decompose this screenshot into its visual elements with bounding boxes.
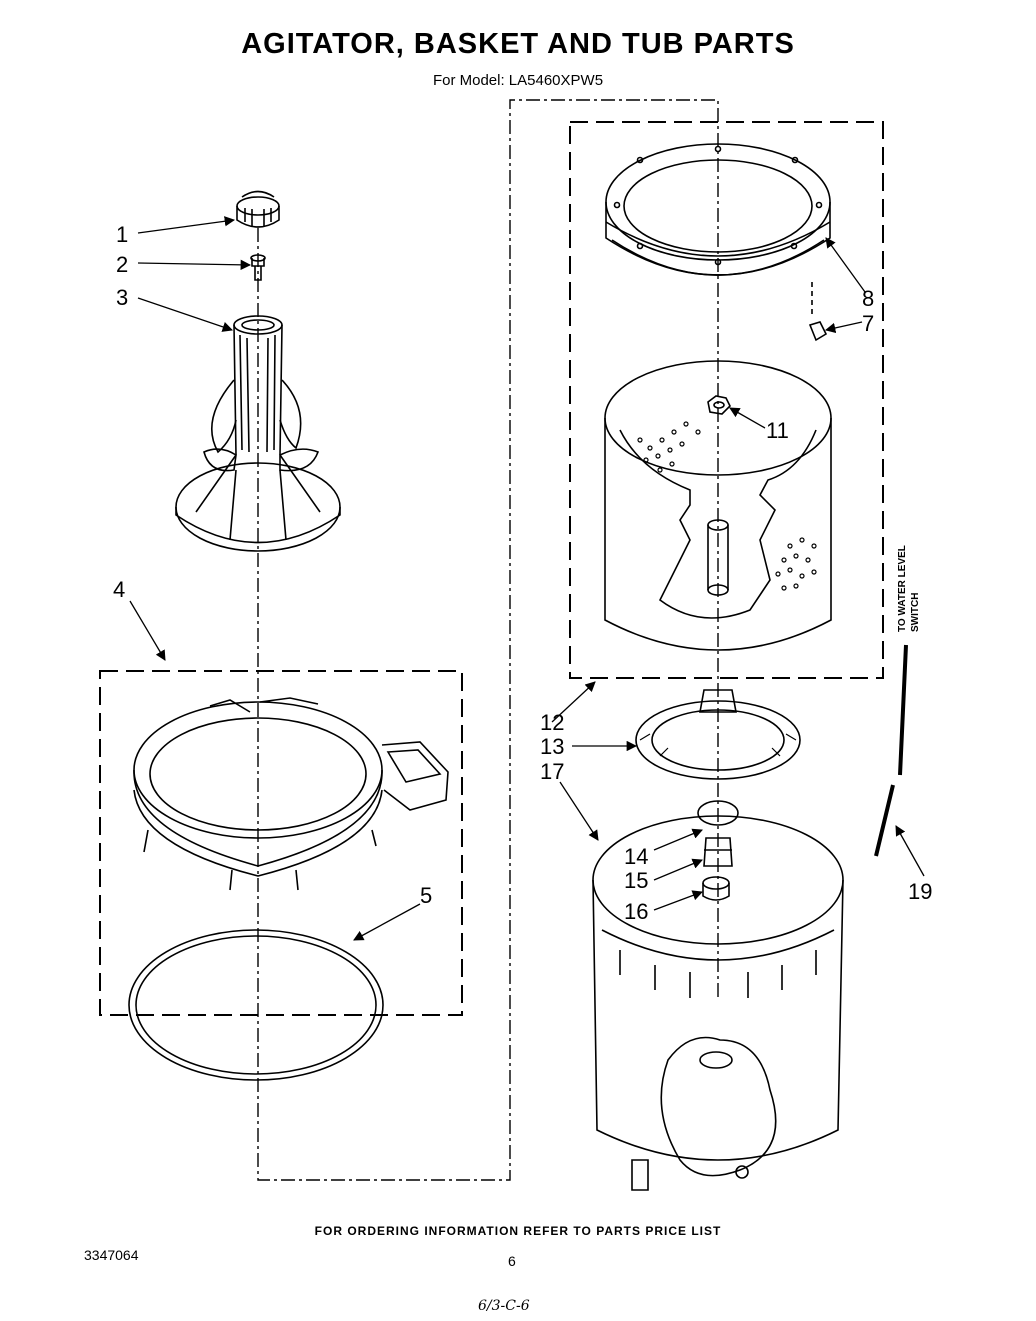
leader-11 (729, 407, 766, 429)
basket-group-box (569, 121, 884, 679)
basket-nut-part (707, 395, 731, 415)
leader-8 (825, 237, 866, 293)
tub-seal-part (128, 929, 384, 1081)
leader-5 (353, 903, 421, 941)
side-label-water-level: TO WATER LEVEL (897, 545, 908, 632)
seal-part-15 (703, 837, 733, 867)
leader-19 (895, 825, 925, 877)
leader-4 (129, 600, 166, 661)
callout-1: 1 (116, 222, 128, 247)
agitator-cap-part (236, 190, 280, 228)
callout-19: 19 (908, 879, 932, 904)
leader-2 (137, 259, 252, 271)
callout-8: 8 (862, 286, 874, 311)
leader-3 (137, 297, 233, 332)
callout-4: 4 (113, 577, 125, 602)
leader-17 (559, 781, 599, 841)
clip-part (808, 282, 828, 342)
leader-12 (551, 681, 596, 723)
agitator-part (175, 315, 341, 552)
callout-11: 11 (766, 418, 789, 443)
callout-2: 2 (116, 252, 128, 277)
callout-3: 3 (116, 285, 128, 310)
balance-ring-part (605, 143, 831, 276)
outer-tub-part (592, 815, 844, 1191)
callout-5: 5 (420, 883, 432, 908)
callout-14: 14 (624, 844, 648, 869)
agitator-bolt-part (250, 254, 266, 281)
document-number: 3347064 (84, 1247, 139, 1263)
snap-ring-part (697, 800, 739, 826)
bearing-part-16 (702, 876, 730, 901)
leader-14 (653, 828, 703, 851)
handwritten-note: 6/3-C-6 (478, 1298, 530, 1314)
callout-7: 7 (862, 311, 874, 336)
callout-15: 15 (624, 868, 648, 893)
callout-13: 13 (540, 734, 564, 759)
ordering-footer: FOR ORDERING INFORMATION REFER TO PARTS … (314, 1224, 722, 1238)
page-title: AGITATOR, BASKET AND TUB PARTS (241, 28, 795, 60)
tub-ring-group-box (99, 670, 463, 1016)
callout-17: 17 (540, 759, 564, 784)
leader-15 (653, 858, 703, 881)
pressure-hose-part (874, 644, 908, 857)
page-number: 6 (508, 1253, 516, 1269)
side-label-switch: SWITCH (910, 593, 921, 632)
center-connector-line (257, 99, 719, 1181)
wash-basket-part (604, 360, 832, 651)
model-line: For Model: LA5460XPW5 (432, 72, 604, 89)
drive-hub-part (635, 689, 801, 780)
leader-1 (137, 216, 236, 234)
callout-16: 16 (624, 899, 648, 924)
tub-ring-part (133, 697, 449, 891)
callout-12: 12 (540, 710, 564, 735)
leader-7 (824, 321, 863, 334)
leader-16 (653, 890, 703, 911)
